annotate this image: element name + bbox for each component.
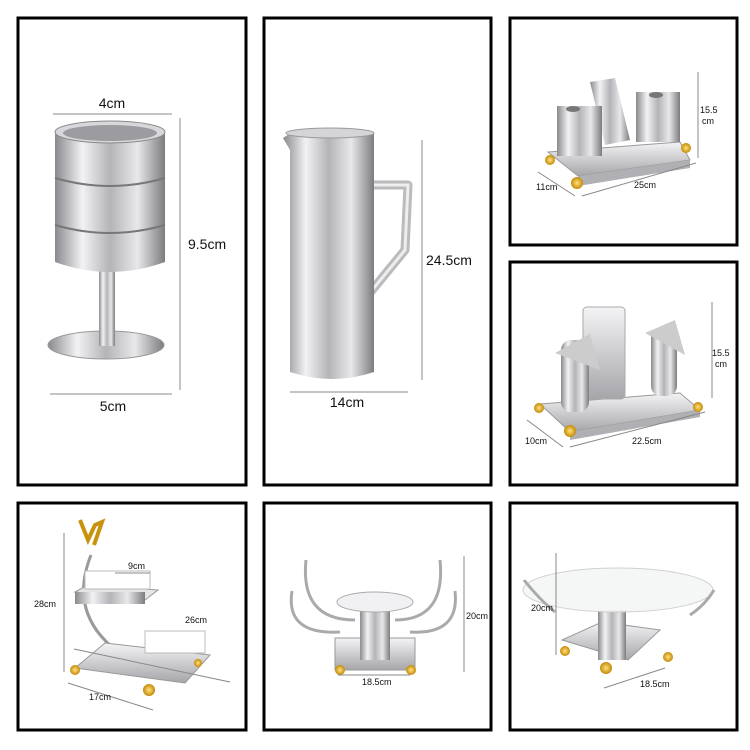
dimension-lines (537, 72, 699, 197)
dim-height-value: 15.5 (712, 348, 730, 358)
dim-height: 28cm (34, 599, 56, 609)
dim-length: 26cm (185, 615, 207, 625)
dim-depth: 11cm (536, 182, 557, 192)
dim-base: 5cm (100, 398, 126, 414)
dim-height: 9.5cm (188, 236, 226, 252)
dimension-lines (555, 553, 666, 689)
dim-width: 18.5cm (362, 677, 392, 687)
product-panel-wine-cooler[interactable]: 4cm 9.5cm 5cm (16, 16, 248, 487)
dim-width: 25cm (634, 180, 656, 190)
product-panel-water-pitcher[interactable]: 24.5cm 14cm (262, 16, 493, 487)
dimension-lines (63, 533, 231, 711)
dim-height-value: 15.5 (700, 105, 718, 115)
glass-bowl-stand-image (522, 567, 716, 674)
dimension-lines (290, 140, 423, 393)
desk-organizer-round-image (534, 306, 703, 440)
dim-height: 20cm (466, 611, 488, 621)
dim-depth: 10cm (525, 436, 547, 446)
product-panel-two-tier-server[interactable]: 28cm 9cm 26cm 17cm (16, 501, 248, 732)
dim-width: 22.5cm (632, 436, 662, 446)
dim-height-unit: cm (702, 116, 714, 126)
dim-height-unit: cm (715, 359, 727, 369)
product-panel-cake-stand[interactable]: 20cm 18.5cm (262, 501, 493, 732)
desk-organizer-square-image (545, 78, 691, 189)
product-panel-desk-organizer-round[interactable]: 15.5 cm 10cm 22.5cm (508, 260, 739, 487)
dim-height: 20cm (531, 603, 553, 613)
dimension-lines (338, 556, 465, 676)
product-panel-desk-organizer-square[interactable]: 15.5 cm 11cm 25cm (508, 16, 739, 247)
cake-stand-image (289, 559, 457, 675)
wine-cooler-image (47, 120, 166, 360)
dim-width: 14cm (330, 394, 364, 410)
dimension-lines (526, 302, 713, 448)
dim-height: 24.5cm (426, 252, 472, 268)
product-panel-glass-bowl-stand[interactable]: 20cm 18.5cm (508, 501, 739, 732)
water-pitcher-image (283, 127, 413, 379)
dim-width: 18.5cm (640, 679, 670, 689)
dim-tray: 9cm (128, 561, 145, 571)
dimension-lines (50, 113, 181, 395)
dim-top: 4cm (99, 95, 125, 111)
dim-depth: 17cm (89, 692, 111, 702)
